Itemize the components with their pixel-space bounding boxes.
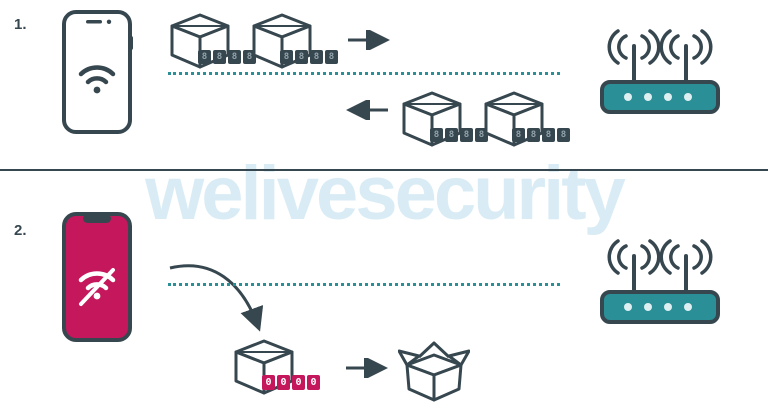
key-block: 8 — [310, 50, 323, 64]
wireless-link-dotted-line — [168, 72, 560, 75]
key-block: 8 — [557, 128, 570, 142]
key-block: 8 — [280, 50, 293, 64]
key-block: 8 — [198, 50, 211, 64]
encrypted-packet-1: 8 8 8 8 — [168, 12, 256, 70]
key-block: 8 — [460, 128, 473, 142]
phone-wifi-on-icon — [62, 10, 133, 134]
router-icon — [600, 29, 720, 114]
encrypted-packet-2: 8 8 8 8 — [250, 12, 338, 70]
encryption-key-blocks: 8 8 8 8 — [512, 128, 570, 142]
key-block: 8 — [527, 128, 540, 142]
key-block: 8 — [542, 128, 555, 142]
phone-wifi-off-icon — [62, 212, 132, 342]
zero-key-block: 0 — [307, 375, 320, 390]
curved-arrow-icon — [169, 264, 264, 332]
key-block: 8 — [512, 128, 525, 142]
watermark-text: welivesecurity — [145, 151, 626, 236]
zero-key-packet: 0 0 0 0 — [232, 338, 320, 396]
zero-key-block: 0 — [292, 375, 305, 390]
zero-key-block: 0 — [262, 375, 275, 390]
open-box-icon — [398, 341, 470, 402]
encryption-key-blocks: 8 8 8 8 — [430, 128, 488, 142]
encrypted-packet-3: 8 8 8 8 — [400, 90, 488, 148]
encryption-key-blocks: 8 8 8 8 — [280, 50, 338, 64]
key-block: 8 — [228, 50, 241, 64]
router-icon — [600, 239, 720, 324]
arrow-right-icon — [348, 30, 390, 50]
key-block: 8 — [445, 128, 458, 142]
key-block: 8 — [430, 128, 443, 142]
encryption-key-blocks: 8 8 8 8 — [198, 50, 256, 64]
wireless-link-dotted-line — [168, 283, 560, 286]
arrow-left-icon — [346, 100, 388, 120]
key-block: 8 — [325, 50, 338, 64]
key-block: 8 — [295, 50, 308, 64]
encrypted-packet-4: 8 8 8 8 — [482, 90, 570, 148]
step-2-label: 2. — [14, 222, 27, 239]
zero-key-block: 0 — [277, 375, 290, 390]
key-block: 8 — [213, 50, 226, 64]
arrow-right-icon — [346, 358, 388, 378]
zero-key-blocks: 0 0 0 0 — [262, 375, 320, 390]
section-divider — [0, 169, 768, 171]
step-1-label: 1. — [14, 16, 27, 33]
